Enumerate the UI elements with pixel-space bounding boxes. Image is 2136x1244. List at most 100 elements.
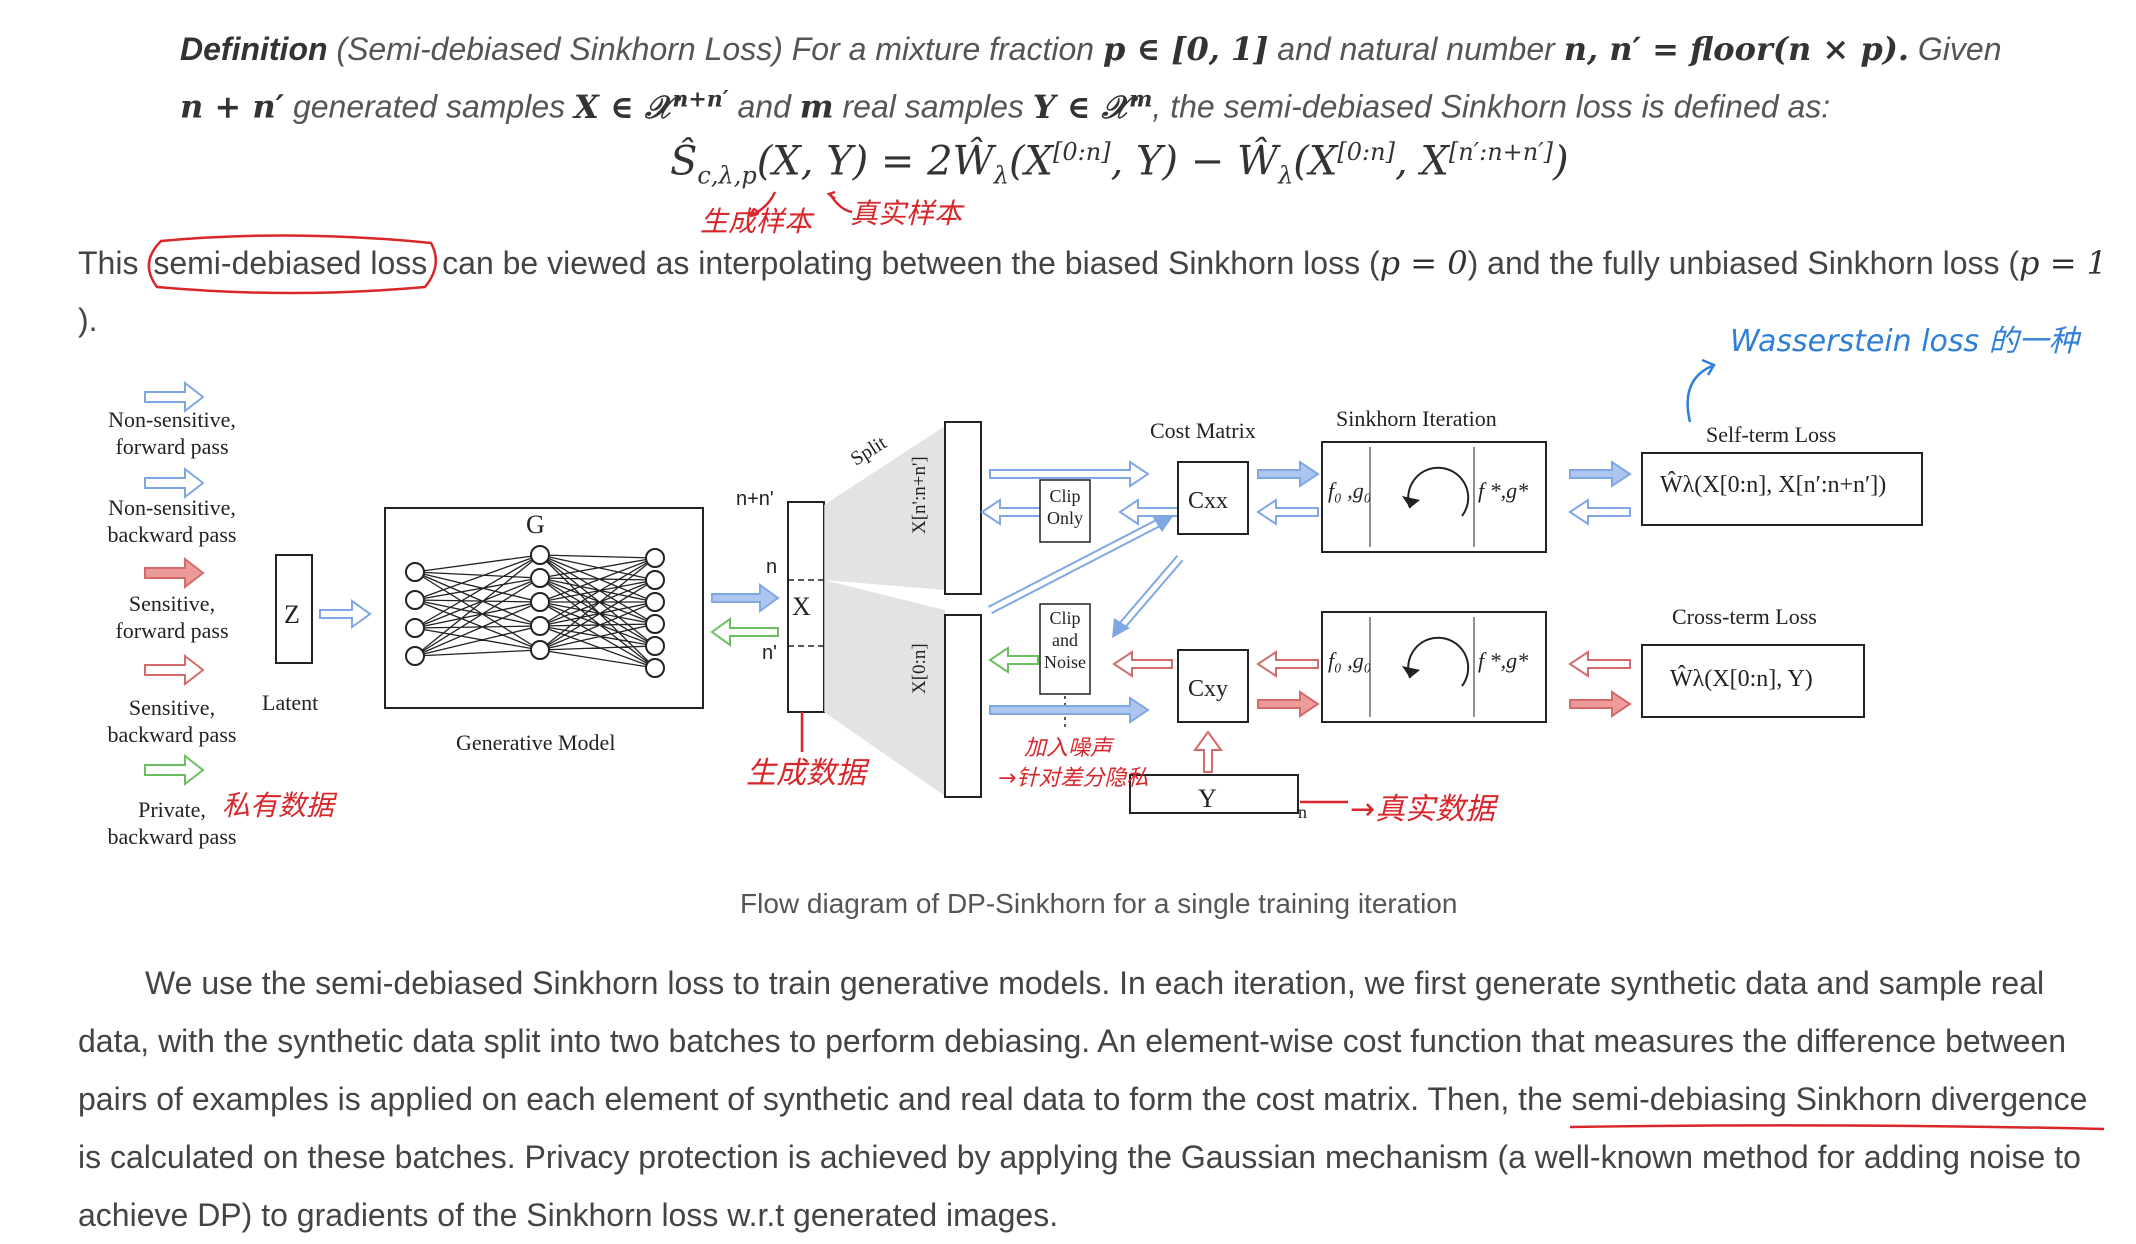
definition-text: generated samples <box>292 88 566 125</box>
sinkhorn-formula: Ŝc,λ,p(X, Y) = 2Ŵλ(X[0:n], Y) − Ŵλ(X[0:n… <box>670 138 1569 190</box>
definition-text: (Semi-debiased Sinkhorn Loss) For a mixt… <box>336 31 1095 67</box>
f0-g0-bottom: f₀ ,g₀ <box>1328 648 1372 673</box>
z-to-g-arrow <box>319 599 372 629</box>
cxy-box <box>1177 649 1249 723</box>
fstar-gstar-bottom: f *,g* <box>1478 648 1529 673</box>
dp-sinkhorn-flow-diagram <box>144 358 1923 814</box>
cxy-to-clipnoise-arrow <box>1112 650 1173 678</box>
legend-sensitive-backward: Sensitive,backward pass <box>107 695 237 747</box>
annotation-add-noise: 加入噪声 <box>1024 736 1113 761</box>
nprime-label: n' <box>762 642 777 664</box>
underlined-term: semi-debiasing Sinkhorn divergence <box>1569 1081 2104 1131</box>
cross-term-loss-box <box>1641 644 1865 718</box>
annotation-wasserstein: Wasserstein loss 的一种 <box>1730 324 2079 359</box>
split-bottom-shading <box>824 580 945 796</box>
generative-model-label: Generative Model <box>456 730 616 755</box>
self-term-loss-box <box>1641 452 1923 526</box>
wasserstein-hand-arrow <box>1686 364 1713 423</box>
math-m: m <box>799 87 834 126</box>
z-label: Z <box>284 600 300 629</box>
g-label: G <box>526 510 545 539</box>
paragraph-line-5: achieve DP) to gradients of the Sinkhorn… <box>78 1197 1059 1233</box>
neural-network-drawing <box>405 545 665 678</box>
x-to-g-private-backward-arrow <box>710 617 779 647</box>
split-top-shading <box>824 426 945 590</box>
fstar-gstar-top: f *,g* <box>1478 478 1529 503</box>
loop-top-icon <box>1407 466 1470 517</box>
x-bottom-batch-box <box>944 614 982 798</box>
figure-caption: Flow diagram of DP-Sinkhorn for a single… <box>740 888 1458 919</box>
red-underline-annotation <box>1569 1124 2104 1131</box>
clip-only-box <box>1039 479 1091 543</box>
formula-annotation-arrows <box>748 190 853 218</box>
paragraph-line-3: pairs of examples is applied on each ele… <box>78 1070 2104 1131</box>
xtop-to-cxx-arrow <box>989 460 1150 488</box>
y-label: Y <box>1198 784 1217 813</box>
definition-text: and natural number <box>1277 31 1555 67</box>
interpolation-sentence: This semi-debiased loss can be viewed as… <box>78 234 2107 295</box>
legend-nonsensitive-backward: Non-sensitive,backward pass <box>107 495 237 547</box>
cxy-label: Cxy <box>1188 676 1229 702</box>
xbot-to-cxy-arrow <box>989 696 1150 724</box>
definition-text: , the semi-debiased Sinkhorn loss is def… <box>1152 88 1831 125</box>
cross-term-loss-label: Cross-term Loss <box>1672 604 1817 629</box>
annotation-real-data: →真实数据 <box>1350 792 1496 827</box>
legend-arrow-nonsensitive-forward <box>144 380 205 414</box>
x-label: X <box>792 592 811 621</box>
red-circle-annotation <box>148 234 438 295</box>
definition-line-2: n + n′ generated samples X ∈ 𝒳n+n′ and m… <box>180 86 1830 127</box>
xbot-to-cxx-arrowhead <box>1152 515 1174 532</box>
annotation-differential-privacy: →针对差分隐私 <box>998 766 1149 791</box>
legend-nonsensitive-forward: Non-sensitive,forward pass <box>108 407 236 459</box>
annotation-generated-data: 生成数据 <box>746 756 866 791</box>
clipnoise-to-xbot-arrow <box>988 646 1039 674</box>
math-x-set: X ∈ 𝒳n+n′ <box>574 86 729 126</box>
y-to-cxy-arrow <box>1193 730 1223 773</box>
n-label: n <box>766 556 778 578</box>
legend-private-backward: Private,backward pass <box>107 797 237 849</box>
annotation-generated-samples: 生成样本 <box>700 205 813 238</box>
self-term-loss-label: Self-term Loss <box>1706 422 1837 447</box>
sinkhorn-iteration-label: Sinkhorn Iteration <box>1336 406 1497 431</box>
interpolation-end: ). <box>78 302 98 338</box>
legend-arrow-private-backward <box>144 753 205 787</box>
paragraph-line-4: is calculated on these batches. Privacy … <box>78 1139 2081 1175</box>
cost-matrix-label: Cost Matrix <box>1150 418 1256 443</box>
latent-z-box <box>275 554 313 664</box>
y-real-data-box <box>1129 774 1299 814</box>
legend-sensitive-forward: Sensitive,forward pass <box>115 591 229 643</box>
paragraph-line-2: data, with the synthetic data split into… <box>78 1023 2067 1059</box>
annotation-real-samples: 真实样本 <box>850 197 963 230</box>
paragraph-line-1: We use the semi-debiased Sinkhorn loss t… <box>145 965 2045 1001</box>
definition-text: and <box>737 88 791 125</box>
y-n-label: n <box>1298 802 1307 822</box>
definition-text: real samples <box>842 88 1024 125</box>
math-n-definition: n, n′ = floor(n × p). <box>1563 30 1909 68</box>
math-p-range: p ∈ [0, 1] <box>1102 30 1269 68</box>
clip-and-noise-box <box>1039 603 1091 695</box>
x-top-batch-box <box>944 421 982 595</box>
sinkhorn-iteration-bottom-box <box>1321 611 1547 723</box>
loop-bottom-icon <box>1407 636 1470 687</box>
legend-arrow-nonsensitive-backward <box>144 466 205 500</box>
cxx-box <box>1177 461 1249 535</box>
math-y-set: Y ∈ 𝒳m <box>1032 86 1153 126</box>
circled-term: semi-debiased loss <box>147 234 442 295</box>
sinkhorn-iteration-top-box <box>1321 441 1547 553</box>
x-samples-column <box>787 501 825 713</box>
cross-term-formula: Ŵλ(X[0:n], Y) <box>1670 666 1813 692</box>
nn-label: n+n' <box>736 488 774 510</box>
definition-label: Definition <box>180 31 328 67</box>
math-generated-count: n + n′ <box>180 87 285 126</box>
g-to-x-forward-arrow <box>711 583 780 613</box>
latent-label: Latent <box>262 690 319 715</box>
cxx-label: Cxx <box>1188 488 1229 514</box>
definition-line-1: Definition (Semi-debiased Sinkhorn Loss)… <box>180 30 2001 68</box>
definition-text: Given <box>1917 31 2002 67</box>
f0-g0-top: f₀ ,g₀ <box>1328 478 1372 503</box>
self-term-formula: Ŵλ(X[0:n], X[n′:n+n′]) <box>1660 472 1887 498</box>
cxx-to-clipnoise-arrowhead <box>1112 618 1130 638</box>
legend-arrow-sensitive-backward <box>144 653 205 687</box>
